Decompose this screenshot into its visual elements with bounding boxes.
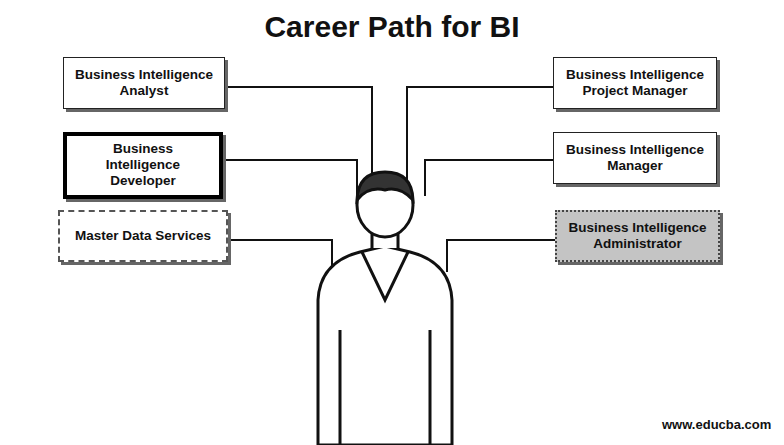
person-head [357,173,413,237]
role-box: Business Intelligence Project Manager [553,57,717,109]
person-collar [362,252,408,300]
person-arms [340,330,430,445]
role-name: Master Data Services [75,228,211,244]
role-name: Business Intelligence Manager [562,142,708,174]
watermark: www.educba.com [662,417,771,432]
leader-line [407,87,553,180]
role-box: Master Data Services [58,210,228,262]
role-box: Business Intelligence Administrator [555,210,720,262]
role-name: Business Intelligence Developer [75,141,211,190]
person-body [318,246,452,445]
role-name: Business Intelligence Administrator [565,220,710,252]
role-name: Business Intelligence Project Manager [562,67,708,99]
person-hair [357,172,413,200]
leader-line [425,160,553,196]
leader-line [228,240,332,272]
role-box: Business Intelligence Manager [553,132,717,184]
diagram-title: Career Path for BI [0,10,784,44]
leader-line [447,240,555,272]
leader-line [223,160,357,196]
role-name: Business Intelligence Analyst [72,67,216,99]
leader-line [223,87,372,182]
role-box: Business Intelligence Developer [63,132,223,199]
person-figure [318,172,452,445]
leader-lines [223,87,555,272]
role-box: Business Intelligence Analyst [63,57,225,109]
